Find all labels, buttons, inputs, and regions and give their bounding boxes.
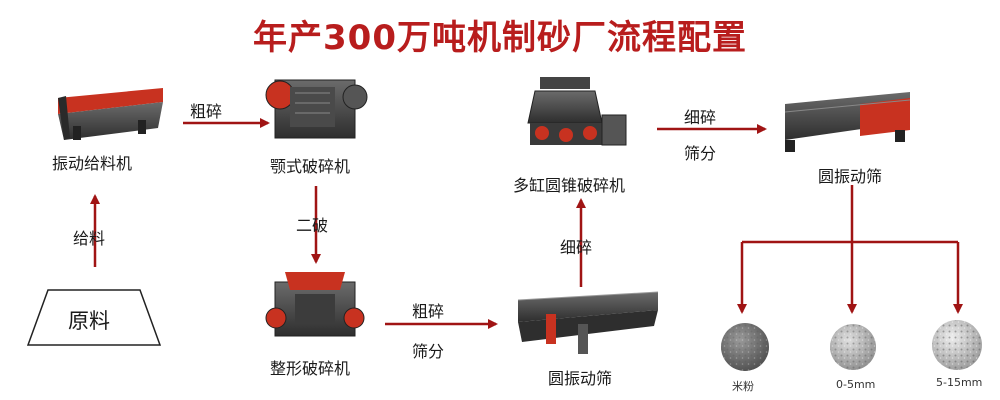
edge-label-fine-up: 细碎: [560, 238, 593, 257]
edge-label-feed: 给料: [73, 229, 106, 248]
product-5-15mm-texture: [932, 320, 982, 370]
vibrating-feeder-label: 振动给料机: [52, 154, 133, 173]
product-label-5-15mm: 5-15mm: [936, 376, 983, 389]
product-label-0-5mm: 0-5mm: [836, 378, 876, 391]
shaping-crusher-machine: [265, 272, 365, 337]
raw-material-node: [26, 289, 162, 346]
shaping-crusher-label: 整形破碎机: [270, 359, 351, 378]
cone-crusher-label: 多缸圆锥破碎机: [513, 176, 626, 195]
edge-label-secondary: 二破: [296, 216, 329, 235]
edge-label-fine-screen-1: 细碎: [684, 108, 717, 127]
edge-label-coarse: 粗碎: [190, 102, 223, 121]
product-powder-texture: [721, 323, 769, 371]
screen-2-label: 圆振动筛: [818, 167, 883, 186]
edge-label-fine-screen-2: 筛分: [684, 144, 717, 163]
raw-material-label: 原料: [68, 309, 110, 333]
page-title: 年产300万吨机制砂厂流程配置: [253, 18, 747, 58]
edge-label-coarse-screen-2: 筛分: [412, 342, 445, 361]
jaw-crusher-label: 颚式破碎机: [270, 157, 351, 176]
screen-1-machine: [517, 291, 659, 354]
arrow-products-branch: [742, 185, 958, 244]
jaw-crusher-machine: [265, 79, 368, 139]
edge-label-coarse-screen-1: 粗碎: [412, 302, 445, 321]
screen-2-machine: [784, 92, 911, 152]
vibrating-feeder-machine: [58, 88, 163, 140]
screen-1-label: 圆振动筛: [548, 369, 613, 388]
cone-crusher-machine: [527, 77, 627, 146]
product-0-5mm-texture: [830, 324, 876, 370]
product-label-powder: 米粉: [732, 380, 754, 393]
